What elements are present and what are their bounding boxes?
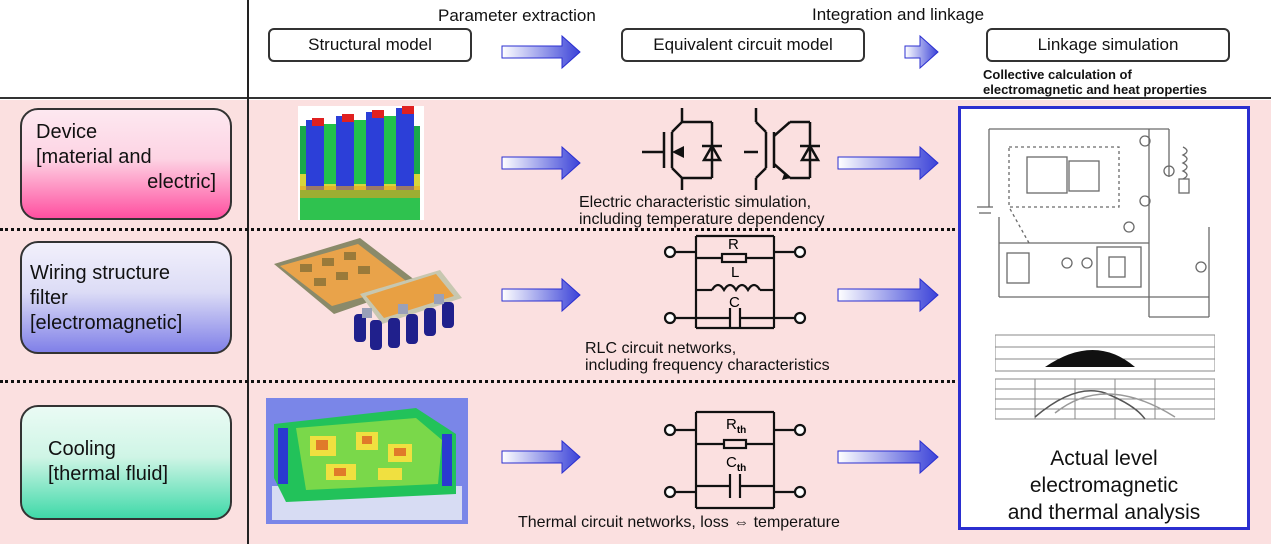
result-title-line-3: and thermal analysis: [1007, 501, 1201, 524]
thermal-label-c-letter: C: [726, 454, 737, 471]
column-divider: [247, 0, 249, 544]
arrow-header-2: [904, 34, 939, 70]
result-title-line-2: electromagnetic: [1029, 474, 1179, 497]
waveform-graphs: [995, 334, 1215, 420]
arrow-row3-b: [837, 439, 939, 475]
thermal-label-r: Rth: [726, 416, 746, 436]
category-wiring-line-3: [electromagnetic]: [30, 312, 183, 334]
arrow-row2-b: [837, 277, 939, 313]
category-cooling-line-2: [thermal fluid]: [48, 463, 169, 485]
thermal-network-diagram: [663, 410, 807, 510]
category-device-line-2: [material and: [36, 146, 152, 168]
device-caption-line-1: Electric characteristic simulation,: [579, 194, 812, 211]
arrow-row3-a: [501, 439, 581, 475]
step-label-parameter-extraction: Parameter extraction: [438, 6, 596, 25]
structural-model-box: Structural model: [268, 28, 472, 62]
thermal-label-r-letter: R: [726, 416, 737, 433]
wiring-caption-line-2: including frequency characteristics: [585, 357, 830, 374]
rlc-network-diagram: [663, 234, 807, 330]
device-caption: Electric characteristic simulation, incl…: [579, 194, 825, 228]
category-cooling: Cooling [thermal fluid]: [20, 405, 232, 520]
wiring-3d-image: [270, 234, 466, 358]
rlc-label-l: L: [731, 264, 740, 281]
note-line-1: Collective calculation of: [983, 67, 1132, 82]
device-3d-image: [298, 106, 424, 220]
category-wiring-line-1: Wiring structure: [30, 262, 171, 284]
thermal-label-c-sub: th: [736, 463, 747, 474]
thermal-label-r-sub: th: [736, 425, 747, 436]
arrow-header-1: [501, 34, 581, 70]
rlc-label-r: R: [728, 236, 739, 253]
arrow-row1-a: [501, 145, 581, 181]
category-device-line-1: Device: [36, 121, 98, 143]
category-wiring-line-2: filter: [30, 287, 68, 309]
category-device: Device [material and electric]: [20, 108, 232, 220]
rlc-label-c: C: [729, 294, 740, 311]
device-caption-line-2: including temperature dependency: [579, 211, 825, 228]
device-3d-graphic: [298, 106, 424, 220]
cooling-3d-image: [266, 398, 468, 524]
wiring-caption-line-1: RLC circuit networks,: [585, 340, 737, 357]
equivalent-circuit-box: Equivalent circuit model: [621, 28, 865, 62]
result-title-line-1: Actual level: [1050, 447, 1158, 470]
wiring-caption: RLC circuit networks, including frequenc…: [585, 340, 830, 374]
cooling-caption: Thermal circuit networks, loss ⇔ tempera…: [518, 514, 840, 531]
row-divider-2: [0, 380, 955, 383]
category-device-line-3: electric]: [147, 171, 216, 193]
device-circuit-symbols: [642, 108, 821, 190]
row-divider-1: [0, 228, 955, 231]
wiring-3d-graphic: [274, 238, 462, 350]
arrow-row1-b: [837, 145, 939, 181]
step-label-integration: Integration and linkage: [812, 5, 985, 24]
note-line-2: electromagnetic and heat properties: [983, 82, 1207, 97]
linkage-schematic: [977, 128, 1210, 318]
category-wiring: Wiring structure filter [electromagnetic…: [20, 241, 232, 354]
linkage-simulation-box: Linkage simulation: [986, 28, 1230, 62]
category-cooling-line-1: Cooling: [48, 438, 116, 460]
cooling-3d-graphic: [266, 398, 468, 524]
linkage-result-panel: Actual level electromagnetic and thermal…: [958, 106, 1250, 530]
thermal-label-c: Cth: [726, 454, 746, 474]
arrow-row2-a: [501, 277, 581, 313]
collective-note: Collective calculation of electromagneti…: [983, 67, 1207, 97]
header-divider: [0, 97, 1271, 99]
